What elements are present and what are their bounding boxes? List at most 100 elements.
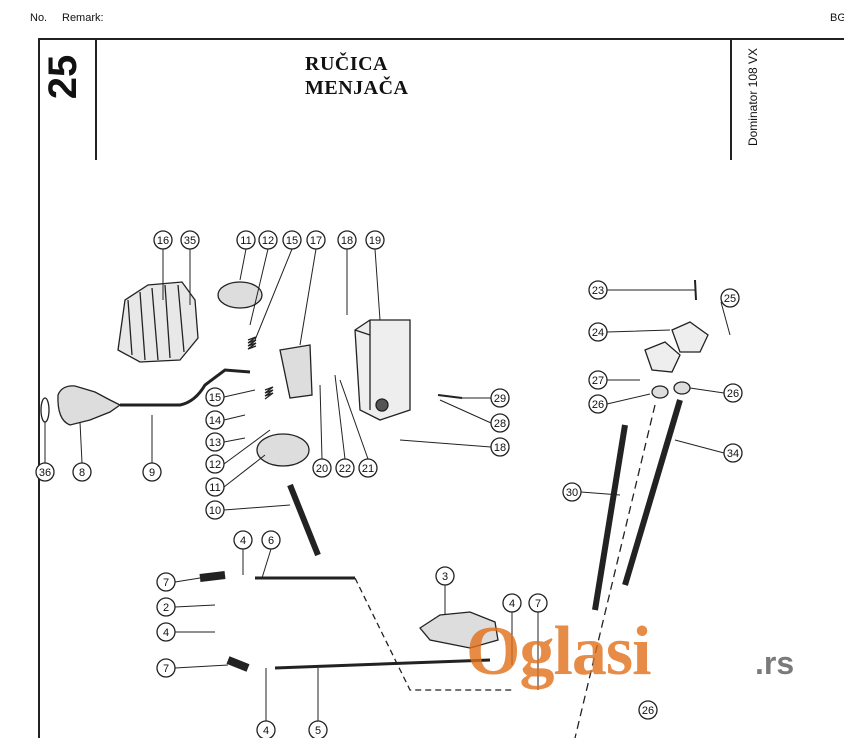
callout-20: 20: [312, 458, 332, 478]
svg-text:11: 11: [240, 235, 251, 247]
title-line-2: MENJAČA: [305, 77, 409, 99]
screw-29-part: [437, 394, 463, 399]
svg-text:24: 24: [592, 327, 604, 339]
callout-9: 9: [142, 462, 162, 482]
callout-16: 16: [153, 230, 173, 250]
svg-text:26: 26: [592, 399, 604, 411]
header-code: BG: [830, 12, 844, 24]
callout-30: 30: [562, 482, 582, 502]
callout-3: 3: [435, 566, 455, 586]
shaft-part: [287, 483, 321, 557]
watermark-suffix: .rs: [755, 645, 795, 681]
dashed-path: [354, 577, 515, 691]
callout-22: 22: [335, 458, 355, 478]
callout-15b: 15: [205, 387, 225, 407]
callout-17: 17: [306, 230, 326, 250]
svg-text:25: 25: [724, 293, 736, 305]
rubber-boot-part: [117, 281, 199, 363]
svg-text:21: 21: [362, 463, 374, 475]
callout-28: 28: [490, 413, 510, 433]
title-line-1: RUČICA: [305, 53, 388, 75]
callout-27: 27: [588, 370, 608, 390]
callout-11a: 11: [236, 230, 256, 250]
frame-left-line: [38, 38, 40, 738]
header-no: No.: [30, 12, 48, 24]
svg-text:18: 18: [341, 235, 353, 247]
svg-text:15: 15: [286, 235, 298, 247]
callout-8: 8: [72, 462, 92, 482]
bush-part: [651, 385, 669, 399]
rod-part-5: [274, 658, 491, 670]
svg-text:7: 7: [535, 598, 541, 610]
svg-text:7: 7: [163, 663, 169, 675]
spring-part-2: [264, 386, 274, 400]
callout-6: 6: [261, 530, 281, 550]
callout-26b: 26: [723, 383, 743, 403]
svg-text:5: 5: [315, 725, 321, 737]
callout-35: 35: [180, 230, 200, 250]
callout-21: 21: [358, 458, 378, 478]
svg-text:12: 12: [209, 459, 221, 471]
shift-lever-part: [120, 368, 251, 407]
callout-7c: 7: [528, 593, 548, 613]
callout-34: 34: [723, 443, 743, 463]
model-divider: [730, 38, 732, 160]
spring-part: [247, 336, 257, 350]
callout-7a: 7: [156, 572, 176, 592]
callout-2: 2: [156, 597, 176, 617]
callout-18a: 18: [337, 230, 357, 250]
dashed-path-2: [574, 404, 656, 738]
svg-text:2: 2: [163, 602, 169, 614]
svg-text:30: 30: [566, 487, 578, 499]
callout-29: 29: [490, 388, 510, 408]
housing-part: [354, 319, 411, 421]
callout-11b: 11: [205, 477, 225, 497]
svg-text:12: 12: [262, 235, 274, 247]
svg-text:16: 16: [157, 235, 169, 247]
callout-5: 5: [308, 720, 328, 738]
svg-text:8: 8: [79, 467, 85, 479]
svg-text:3: 3: [442, 571, 448, 583]
svg-text:23: 23: [592, 285, 604, 297]
flange-part: [644, 321, 709, 373]
cap-top-part: [217, 281, 263, 309]
svg-text:7: 7: [163, 577, 169, 589]
frame-top-line: [38, 38, 844, 40]
callout-23: 23: [588, 280, 608, 300]
callout-4a: 4: [233, 530, 253, 550]
callout-12b: 12: [205, 454, 225, 474]
callout-26a: 26: [588, 394, 608, 414]
joint-part-2: [226, 656, 250, 672]
svg-text:14: 14: [209, 415, 221, 427]
svg-text:9: 9: [149, 467, 155, 479]
callout-14: 14: [205, 410, 225, 430]
section-divider: [95, 38, 97, 160]
svg-text:11: 11: [209, 482, 220, 494]
rod-part-30: [592, 424, 628, 611]
callout-24: 24: [588, 322, 608, 342]
callout-4c: 4: [502, 593, 522, 613]
svg-text:19: 19: [369, 235, 381, 247]
cap-bottom-part: [256, 433, 310, 467]
header-remark: Remark:: [62, 12, 104, 24]
ring-part: [40, 397, 50, 423]
bush-part-2: [673, 381, 691, 395]
svg-text:4: 4: [509, 598, 515, 610]
callout-4b: 4: [156, 622, 176, 642]
svg-text:18: 18: [494, 442, 506, 454]
shift-knob-part: [57, 385, 122, 426]
svg-text:6: 6: [268, 535, 274, 547]
screw-23-part: [694, 279, 697, 301]
svg-text:10: 10: [209, 505, 221, 517]
svg-text:29: 29: [494, 393, 506, 405]
callout-12a: 12: [258, 230, 278, 250]
svg-text:36: 36: [39, 467, 51, 479]
callout-18b: 18: [490, 437, 510, 457]
svg-text:4: 4: [263, 725, 269, 737]
callout-10: 10: [205, 500, 225, 520]
callout-36: 36: [35, 462, 55, 482]
callout-13: 13: [205, 432, 225, 452]
svg-text:4: 4: [163, 627, 169, 639]
callout-26c: 26: [638, 700, 658, 720]
